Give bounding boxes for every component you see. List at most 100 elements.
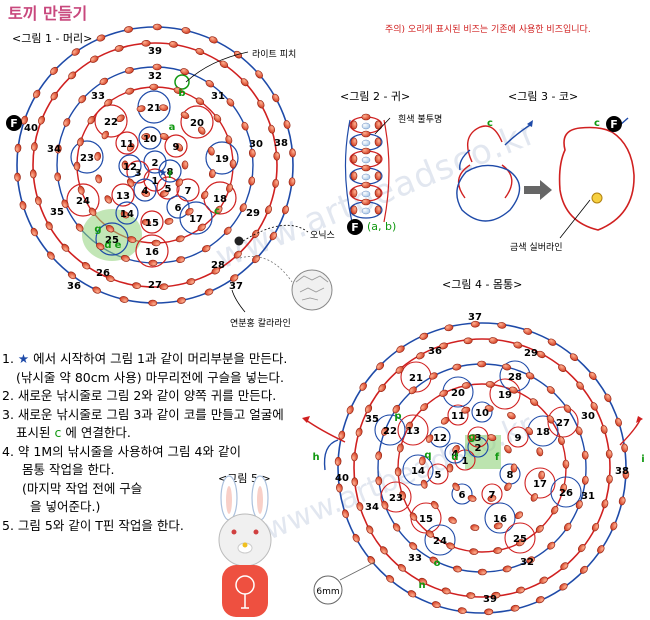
fig1-bead [272, 178, 279, 188]
fig1-bead [175, 143, 184, 152]
fig4-bead [392, 404, 401, 414]
fig1-cell-7 [176, 178, 200, 202]
fig4-num-36: 36 [428, 346, 442, 357]
fig3-start-marker-icon [606, 116, 622, 132]
fig1-bead [176, 297, 186, 304]
fig1-num-5: 5 [165, 184, 172, 195]
fig1-num-28: 28 [211, 260, 225, 271]
fig4-bead [610, 521, 618, 531]
fig1-bead [201, 244, 211, 253]
fig1-cell-5 [156, 176, 180, 200]
fig4-bead [493, 547, 503, 554]
fig4-bead [601, 499, 609, 509]
fig4-num-20: 20 [451, 388, 465, 399]
fig4-caption: <그림 4 - 몸통> [442, 278, 523, 291]
fig4-bead [375, 476, 383, 486]
fig1-cell-4 [133, 178, 157, 202]
fig4-bead [504, 482, 512, 491]
fig1-bead [124, 26, 134, 33]
fig4-bead [600, 425, 608, 434]
fig4-cell-17 [524, 467, 556, 499]
fig4-cell-7 [481, 483, 503, 505]
fig4-bead [526, 556, 535, 564]
fig1-num-38: 38 [274, 138, 288, 149]
fig1-letter-a: a [169, 122, 176, 133]
label-gold-silverline: 금색 실버라인 [510, 243, 563, 253]
fig2-bead [361, 181, 371, 189]
fig4-bead [366, 525, 374, 534]
fig1-bead [119, 296, 129, 303]
fig1-bead [104, 195, 113, 204]
fig4-bead [569, 353, 578, 362]
fig4-bead [381, 427, 389, 436]
fig1-num-34: 34 [47, 144, 61, 155]
fig1-num-15: 15 [145, 218, 159, 229]
fig1-num-1: 1 [152, 176, 159, 187]
fig4-bead [514, 511, 524, 520]
fig1-bead [273, 151, 281, 161]
fig3-nose: c c F [456, 116, 635, 239]
fig4-cell-4 [444, 442, 466, 464]
step-3b: 표시된 c 에 연결한다. [16, 425, 131, 440]
fig1-bead [248, 176, 256, 186]
star-icon: ★ [17, 351, 30, 366]
fig1-num-35: 35 [50, 207, 64, 218]
fig4-cell-24 [424, 524, 456, 556]
fig1-bead [168, 41, 178, 48]
fig2-bead [350, 120, 358, 130]
fig1-bead [239, 203, 247, 212]
fig1-num-39: 39 [148, 46, 162, 57]
fig4-bead [535, 524, 544, 533]
fig4-bead [452, 363, 462, 371]
fig4-letter-q: q [424, 450, 431, 461]
fig4-num-38: 38 [615, 466, 629, 477]
fig4-num-35: 35 [365, 414, 379, 425]
fig4-bead [538, 470, 545, 480]
fig1-letter-f: f [168, 170, 173, 181]
fig4-bead [510, 604, 520, 612]
fig4-bead [351, 477, 359, 487]
fig4-num-8: 8 [507, 470, 514, 481]
svg-text:h: h [312, 452, 319, 463]
fig1-cell-23 [70, 140, 104, 174]
fig4-bead [375, 451, 383, 461]
fig1-num-3: 3 [135, 168, 142, 179]
fig1-num-14: 14 [120, 209, 134, 220]
fig4-bead [346, 405, 354, 415]
fig4-bead [430, 500, 439, 510]
fig4-bead [469, 548, 479, 555]
fig2-bead [350, 154, 358, 164]
fig4-num-26: 26 [559, 488, 573, 499]
fig4-bead [452, 482, 460, 491]
fig4-num-37: 37 [468, 312, 482, 323]
fig1-bead [159, 190, 169, 197]
fig4-bead [336, 483, 343, 493]
fig1-bead [45, 221, 53, 231]
fig4-bead [590, 402, 598, 411]
fig1-bead [148, 299, 158, 307]
fig1-letter-e: e [115, 240, 122, 251]
fig4-bead [605, 449, 613, 459]
fig4-num-34: 34 [365, 502, 379, 513]
fig1-bead [205, 79, 214, 88]
fig1-bead [180, 68, 190, 76]
fig1-cell-6 [166, 195, 190, 219]
pink-ball-bead [239, 256, 333, 311]
fig4-bead [488, 337, 498, 344]
fig1-num-7: 7 [185, 186, 192, 197]
fig4-bead [420, 403, 429, 412]
fig4-bead [477, 568, 487, 576]
fig1-cell-2 [143, 150, 167, 174]
fig4-bead [439, 389, 448, 397]
fig1-letter-g: g [94, 224, 101, 235]
fig3-c-right: c [594, 118, 600, 129]
fig1-num-11: 11 [120, 139, 134, 150]
fig1-bead [248, 148, 256, 158]
fig4-num-32: 32 [520, 557, 534, 568]
fig4-bead [516, 539, 525, 547]
fig1-num-8: 8 [167, 167, 174, 178]
fig1-num-18: 18 [213, 194, 227, 205]
fig4-bead [606, 474, 613, 484]
fig2-start-letter: F [351, 221, 359, 234]
fig4-bead [448, 516, 457, 524]
